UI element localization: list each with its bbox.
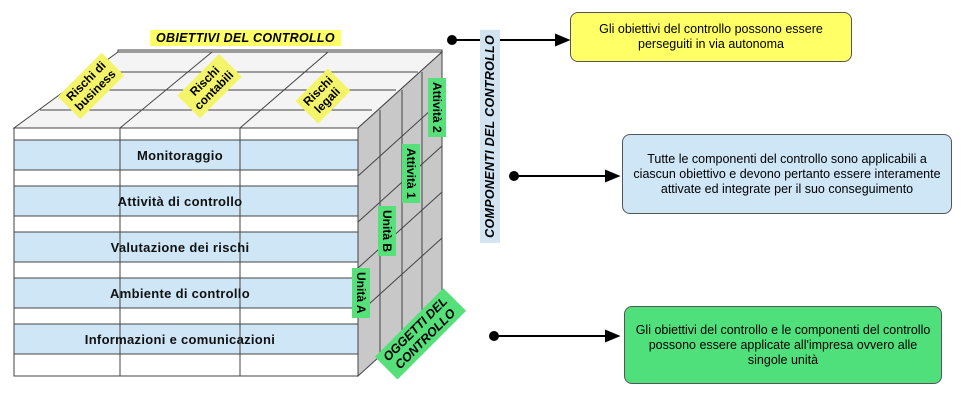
callout-objectives: Gli obiettivi del controllo possono esse… xyxy=(570,12,852,62)
component-control-environment: Ambiente di controllo xyxy=(110,286,250,301)
component-information-communication: Informazioni e comunicazioni xyxy=(84,332,276,347)
objectives-header: OBIETTIVI DEL CONTROLLO xyxy=(150,30,341,46)
callout-objectives-text: Gli obiettivi del controllo possono esse… xyxy=(599,22,823,51)
callout-components: Tutte le componenti del controllo sono a… xyxy=(622,134,952,214)
unit-a: Unità A xyxy=(352,268,370,318)
activity-2: Attività 2 xyxy=(428,78,446,137)
callout-objects: Gli obiettivi del controllo e le compone… xyxy=(624,306,942,384)
callout-objects-text: Gli obiettivi del controllo e le compone… xyxy=(635,322,931,367)
components-header: COMPONENTI DEL CONTROLLO xyxy=(480,30,500,243)
callout-components-text: Tutte le componenti del controllo sono a… xyxy=(633,151,941,196)
cube-front-face xyxy=(13,127,359,377)
connector-arrows xyxy=(447,33,621,343)
cube-side-face xyxy=(357,50,443,378)
component-monitoring: Monitoraggio xyxy=(137,148,223,163)
unit-b: Unità B xyxy=(378,206,396,256)
component-control-activities: Attività di controllo xyxy=(117,194,243,209)
activity-1: Attività 1 xyxy=(402,144,420,203)
component-risk-assessment: Valutazione dei rischi xyxy=(110,240,250,255)
